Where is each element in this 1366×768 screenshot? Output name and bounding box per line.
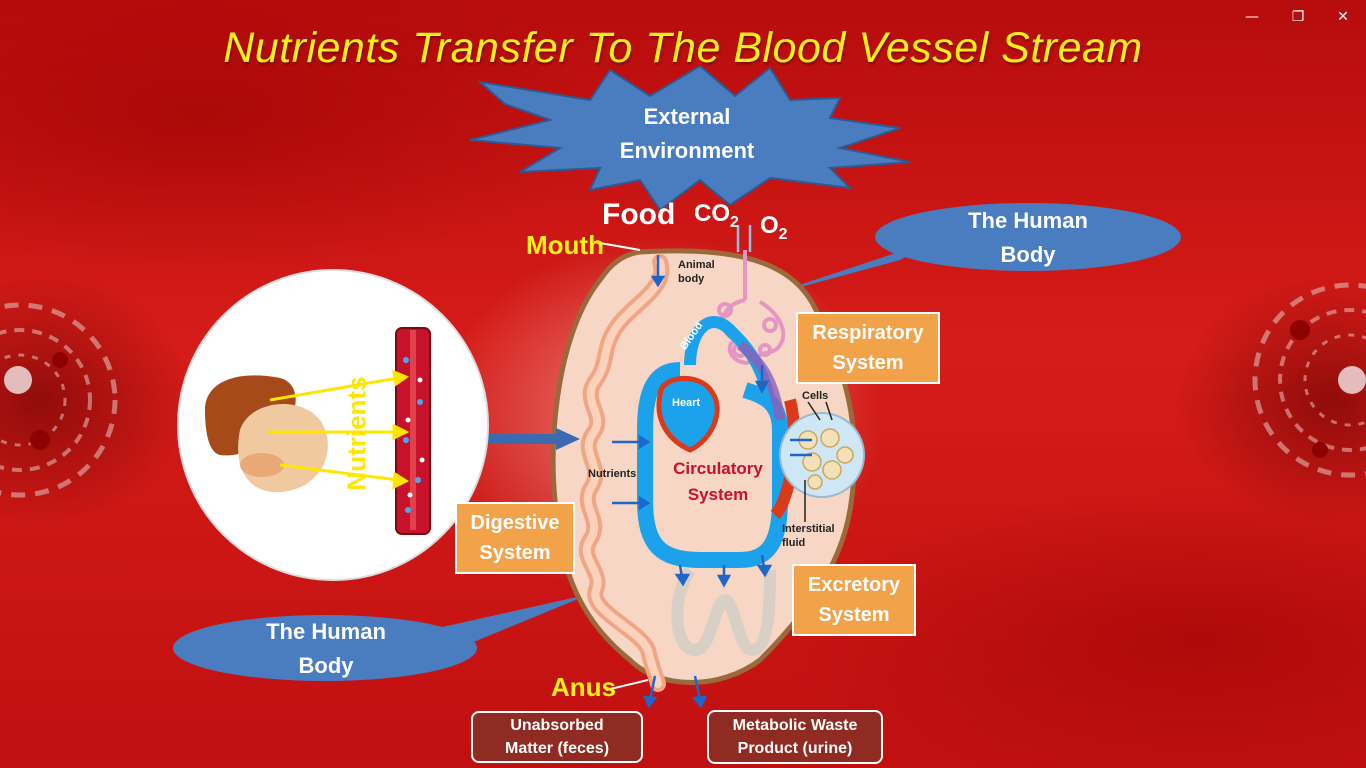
slide-title: Nutrients Transfer To The Blood Vessel S…: [223, 24, 1143, 72]
respiratory-line2: System: [832, 352, 904, 374]
circulatory-system-label: Circulatory System: [660, 456, 776, 508]
digestive-system-box: Digestive System: [455, 502, 575, 574]
cells-label: Cells: [802, 390, 829, 402]
flow-arrows: [612, 225, 812, 709]
urine-line1: Metabolic Waste: [732, 717, 858, 734]
human-body-top-callout: The Human Body: [920, 204, 1136, 272]
callout-bottom: [173, 594, 590, 681]
digestive-line2: System: [479, 542, 551, 564]
inset-arrow: [487, 428, 580, 450]
mouth-label: Mouth: [526, 230, 604, 260]
close-button[interactable]: ✕: [1323, 6, 1363, 28]
o2-text: O: [760, 212, 779, 239]
respiratory-line1: Respiratory: [812, 322, 924, 344]
co2-text: CO: [694, 200, 730, 227]
excretory-system-box: Excretory System: [792, 564, 916, 636]
external-environment-line1: External: [643, 104, 731, 129]
human-body-top-line2: Body: [1000, 242, 1056, 267]
digestive-line1: Digestive: [470, 512, 560, 534]
nutrients-inset: [177, 269, 489, 581]
external-environment-label: External Environment: [592, 100, 782, 168]
animal-body-label: Animal body: [678, 259, 715, 285]
urine-line2: Product (urine): [737, 740, 853, 757]
nutrients-diagram-label: Nutrients: [588, 468, 637, 480]
external-environment-starburst: [469, 64, 911, 212]
feces-line1: Unabsorbed: [510, 717, 604, 734]
circulatory-line1: Circulatory: [673, 459, 763, 478]
anus-pointer: [605, 679, 649, 691]
cells-circle: [779, 401, 865, 522]
heart: [656, 376, 720, 453]
restore-button[interactable]: ❐: [1278, 6, 1318, 28]
human-body-bottom-line1: The Human: [266, 619, 386, 644]
food-label: Food: [602, 198, 676, 231]
co2-subscript: 2: [730, 213, 739, 231]
callout-top: [760, 203, 1181, 298]
human-body-bottom-callout: The Human Body: [218, 615, 434, 683]
right-vessel-decor: [1252, 282, 1366, 478]
human-body-bottom-line2: Body: [298, 653, 354, 678]
left-vessel-decor: [0, 302, 118, 498]
metabolic-waste-box: Metabolic Waste Product (urine): [707, 710, 883, 764]
mouth-pointer: [593, 241, 641, 251]
interstitial-fluid-label: Interstitial fluid: [782, 523, 835, 549]
heart-label: Heart: [672, 397, 701, 409]
o2-label: O2: [760, 212, 788, 244]
close-icon: ✕: [1337, 9, 1349, 25]
co2-label: CO2: [694, 200, 739, 232]
respiratory-system-box: Respiratory System: [796, 312, 940, 384]
minimize-button[interactable]: —: [1232, 6, 1272, 28]
unabsorbed-matter-box: Unabsorbed Matter (feces): [471, 711, 643, 763]
inset-nutrients-label: Nutrients: [341, 376, 372, 491]
excretory-line1: Excretory: [807, 574, 901, 596]
feces-line2: Matter (feces): [504, 740, 610, 757]
human-body-top-line1: The Human: [968, 208, 1088, 233]
minimize-icon: —: [1245, 9, 1259, 25]
anus-label: Anus: [551, 672, 616, 702]
excretory-line2: System: [818, 604, 890, 626]
restore-icon: ❐: [1291, 9, 1305, 25]
excretory-tubules: [671, 566, 776, 657]
o2-subscript: 2: [778, 225, 788, 243]
circulatory-line2: System: [687, 485, 749, 504]
external-environment-line2: Environment: [619, 138, 755, 163]
